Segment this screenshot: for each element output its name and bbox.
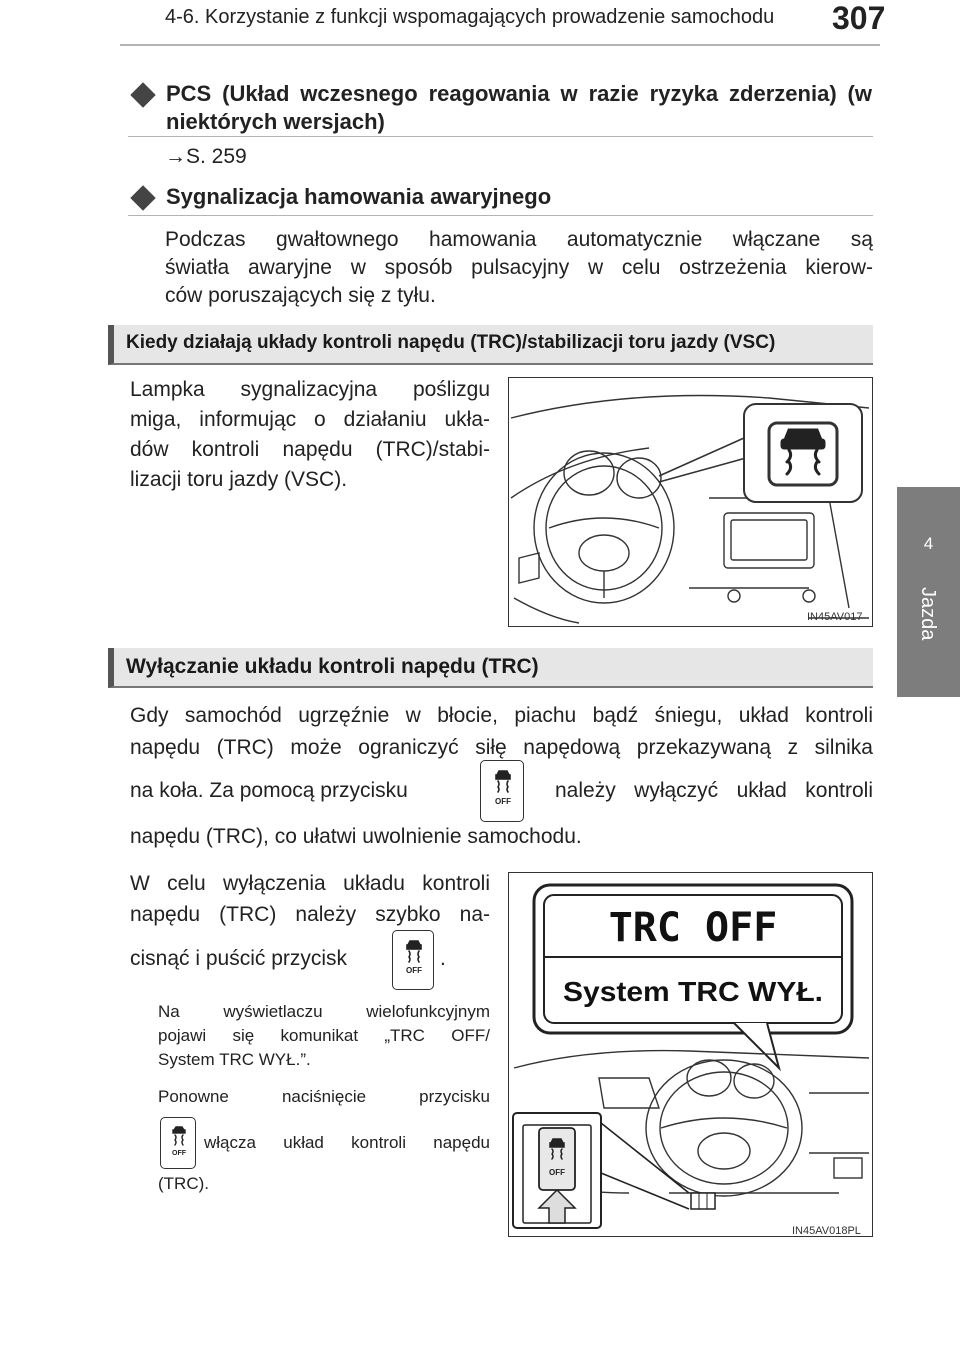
pcs-divider	[128, 136, 873, 137]
trc-off-text-line: .	[440, 947, 446, 970]
chapter-label: Jazda	[917, 587, 939, 641]
note-line: System TRC WYŁ.”.	[158, 1050, 311, 1069]
trc-off-text-line: Gdy samochód ugrzęźnie w błocie, piachu …	[130, 704, 873, 727]
emergency-braking-line: ców poruszających się z tyłu.	[165, 284, 436, 307]
trc-off-text-line: napędu (TRC), co ułatwi uwolnienie samoc…	[130, 825, 582, 848]
diamond-bullet-icon	[130, 82, 156, 108]
note-line: Ponowne naciśnięcie przycisku	[158, 1087, 490, 1106]
header-divider	[120, 44, 880, 46]
section-bar-trc-vsc: Kiedy działają układy kontroli napędu (T…	[108, 325, 873, 365]
section-title: 4-6. Korzystanie z funkcji wspomagającyc…	[165, 6, 775, 28]
trc-off-text-line: napędu (TRC) należy szybko na-	[130, 903, 490, 926]
emergency-braking-heading-text: Sygnalizacja hamowania awaryjnego	[166, 184, 552, 209]
pcs-heading-text: PCS (Układ wczesnego reagowania w razie …	[166, 81, 872, 134]
trc-off-illustration: OFF TRC OFF System TRC WYŁ.	[512, 883, 870, 1229]
dashboard-illustration	[510, 394, 870, 624]
trc-off-button-icon: OFF	[480, 760, 524, 822]
figure-code: IN45AV017	[807, 611, 863, 623]
emergency-braking-divider	[128, 215, 873, 216]
trc-off-text-line: na koła. Za pomocą przycisku	[130, 779, 408, 802]
trc-off-text-line: należy wyłączyć układ kontroli	[555, 779, 873, 802]
pcs-page-ref[interactable]: →S. 259	[165, 145, 247, 168]
trc-off-button-icon: OFF	[392, 930, 434, 990]
chapter-number: 4	[923, 534, 934, 553]
trc-vsc-text-line: miga, informując o działaniu ukła-	[130, 408, 490, 431]
trc-off-text-line: W celu wyłączenia układu kontroli	[130, 872, 490, 895]
section-bar-title: Wyłączanie układu kontroli napędu (TRC)	[126, 655, 539, 678]
emergency-braking-line: Podczas gwałtownego hamowania automatycz…	[165, 228, 873, 251]
note-line: (TRC).	[158, 1174, 209, 1193]
trc-off-text-line: cisnąć i puścić przycisk	[130, 947, 348, 970]
svg-text:OFF: OFF	[549, 1168, 565, 1177]
page-number: 307	[832, 0, 886, 36]
trc-vsc-text-line: Lampka sygnalizacyjna poślizgu	[130, 378, 490, 401]
svg-text:TRC OFF: TRC OFF	[609, 905, 778, 951]
svg-text:System TRC WYŁ.: System TRC WYŁ.	[563, 976, 823, 1007]
note-line: pojawi się komunikat „TRC OFF/	[158, 1026, 490, 1045]
note-line: włącza układ kontroli napędu	[204, 1133, 490, 1152]
figure-dashboard-slip-indicator: IN45AV017	[508, 377, 873, 627]
emergency-braking-line: światła awaryjne w sposób pulsacyjny w c…	[165, 256, 873, 279]
diamond-bullet-icon	[130, 185, 156, 211]
section-bar-title: Kiedy działają układy kontroli napędu (T…	[126, 332, 776, 353]
svg-text:OFF: OFF	[172, 1150, 187, 1157]
trc-vsc-text-line: dów kontroli napędu (TRC)/stabi-	[130, 438, 490, 461]
chapter-tab[interactable]: 4 Jazda	[897, 487, 960, 697]
section-bar-trc-off: Wyłączanie układu kontroli napędu (TRC)	[108, 648, 873, 688]
trc-vsc-text-line: lizacji toru jazdy (VSC).	[130, 468, 348, 491]
svg-text:OFF: OFF	[495, 797, 511, 806]
svg-text:OFF: OFF	[406, 966, 422, 975]
note-line: Na wyświetlaczu wielofunkcyjnym	[158, 1002, 490, 1021]
figure-trc-off-display: OFF TRC OFF System TRC WYŁ. IN45AV018PL	[508, 872, 873, 1237]
trc-off-button-icon: OFF	[160, 1117, 196, 1169]
trc-off-text-line: napędu (TRC) może ograniczyć siłę napędo…	[130, 736, 873, 759]
page-header: 4-6. Korzystanie z funkcji wspomagającyc…	[0, 0, 960, 52]
figure-code: IN45AV018PL	[792, 1225, 861, 1237]
